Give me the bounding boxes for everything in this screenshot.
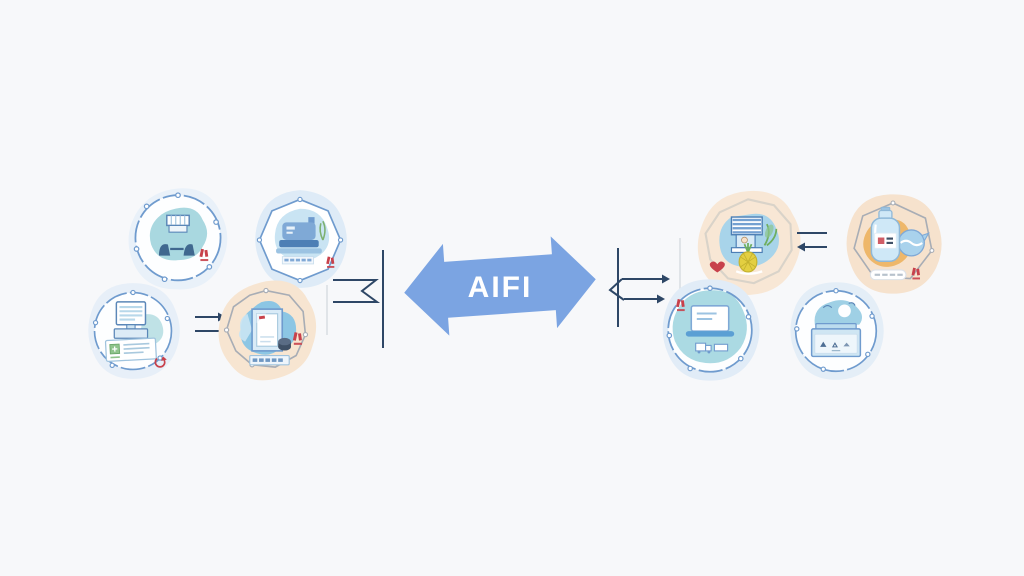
red-scribble-badge <box>326 256 335 268</box>
red-scribble-badge <box>292 332 302 345</box>
desktop-invoice-icon <box>88 283 180 379</box>
node-online-order <box>655 275 765 385</box>
arrow-label: AIFI <box>467 271 533 304</box>
left-arrow-icon <box>797 232 827 252</box>
framed-document-icon <box>218 280 317 381</box>
water-jug-icon <box>846 194 942 294</box>
left-bracket-connector <box>322 244 392 354</box>
red-heart-icon <box>709 261 725 273</box>
red-scribble-badge <box>676 299 685 312</box>
machine-laptop-icon <box>255 190 347 288</box>
laptop-delivery-icon <box>662 279 760 381</box>
double-headed-arrow-icon <box>404 236 596 336</box>
red-scribble-badge <box>911 267 921 280</box>
people-at-counter-icon <box>128 188 228 290</box>
node-approval-document <box>208 272 324 388</box>
flow-arrow-right-group <box>793 227 831 253</box>
center-double-arrow <box>398 225 601 346</box>
bracket-lines-icon <box>326 250 384 348</box>
bracket-arrows-icon <box>608 238 681 327</box>
node-service-counter <box>122 184 234 296</box>
node-record-box <box>783 278 889 384</box>
node-workstation <box>248 188 352 292</box>
red-refresh-badge <box>154 356 167 368</box>
node-billing-desk <box>81 279 185 383</box>
stall-with-pineapple-icon <box>697 190 801 296</box>
right-bracket-connector <box>603 234 688 334</box>
red-scribble-badge <box>199 248 209 262</box>
box-with-triangles-icon <box>790 282 884 380</box>
double-arrow-shape <box>404 236 596 336</box>
node-water-supply <box>839 190 947 298</box>
node-market-stall <box>689 184 807 302</box>
